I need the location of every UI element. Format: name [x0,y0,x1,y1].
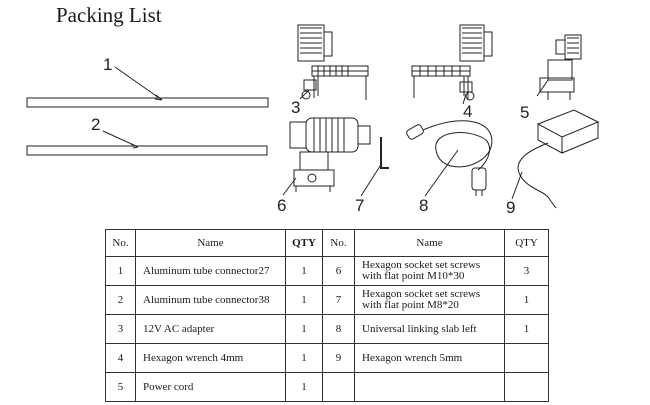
item-qty [504,372,549,402]
item-qty: 1 [504,285,549,315]
callout-1: 1 [103,55,112,74]
table-row: 3 12V AC adapter 1 8 Universal linking s… [105,314,549,344]
item-qty: 1 [285,314,323,344]
item-qty [504,343,549,373]
item-qty: 1 [285,343,323,373]
callout-9: 9 [506,198,515,217]
header-no: No. [105,229,136,257]
item-name: Hexagon wrench 4mm [135,343,286,373]
table-row: 1 Aluminum tube connector27 1 6 Hexagon … [105,256,549,286]
table-row: 5 Power cord 1 [105,372,549,402]
table-row: 4 Hexagon wrench 4mm 1 9 Hexagon wrench … [105,343,549,373]
item-name: 12V AC adapter [135,314,286,344]
item-qty: 1 [285,256,323,286]
part-1-tube-drawing [26,66,269,108]
item-no: 5 [105,372,136,402]
part-9-adapter-drawing [511,109,600,209]
part-2-tube-drawing [26,130,268,156]
item-no: 9 [322,343,355,373]
part-5-connector-drawing [536,34,582,100]
part-6-motor-drawing [282,117,371,196]
item-no: 7 [322,285,355,315]
item-name: Hexagon socket set screws with flat poin… [354,285,505,315]
table-header-row: No. Name QTY No. Name QTY [105,229,549,257]
header-qty: QTY [285,229,323,257]
item-name: Aluminum tube connector38 [135,285,286,315]
header-no-2: No. [322,229,355,257]
page-title: Packing List [56,3,162,27]
item-no: 2 [105,285,136,315]
item-qty: 1 [504,314,549,344]
callout-5: 5 [520,103,529,122]
part-4-connector-drawing [411,24,493,105]
parts-illustration: 1 2 3 4 5 6 7 8 9 [26,24,600,217]
item-no: 6 [322,256,355,286]
item-qty: 3 [504,256,549,286]
table-row: 2 Aluminum tube connector38 1 7 Hexagon … [105,285,549,315]
item-no: 4 [105,343,136,373]
callout-6: 6 [277,196,286,215]
item-name [354,372,505,402]
item-qty: 1 [285,285,323,315]
item-no: 3 [105,314,136,344]
header-name: Name [135,229,286,257]
item-qty: 1 [285,372,323,402]
callout-2: 2 [91,115,100,134]
item-name: Power cord [135,372,286,402]
part-3-connector-drawing [297,24,369,100]
item-name: Hexagon wrench 5mm [354,343,505,373]
header-qty-2: QTY [504,229,549,257]
item-no [322,372,355,402]
packing-table: No. Name QTY No. Name QTY 1 Aluminum tub… [105,229,549,402]
header-name-2: Name [354,229,505,257]
callout-4: 4 [463,102,472,121]
callout-8: 8 [419,196,428,215]
part-7-wrench-drawing [360,137,389,197]
callout-7: 7 [355,196,364,215]
item-name: Aluminum tube connector27 [135,256,286,286]
part-8-power-cord-drawing [406,120,493,197]
item-no: 1 [105,256,136,286]
item-name: Universal linking slab left [354,314,505,344]
item-no: 8 [322,314,355,344]
callout-3: 3 [291,98,300,117]
item-name: Hexagon socket set screws with flat poin… [354,256,505,286]
